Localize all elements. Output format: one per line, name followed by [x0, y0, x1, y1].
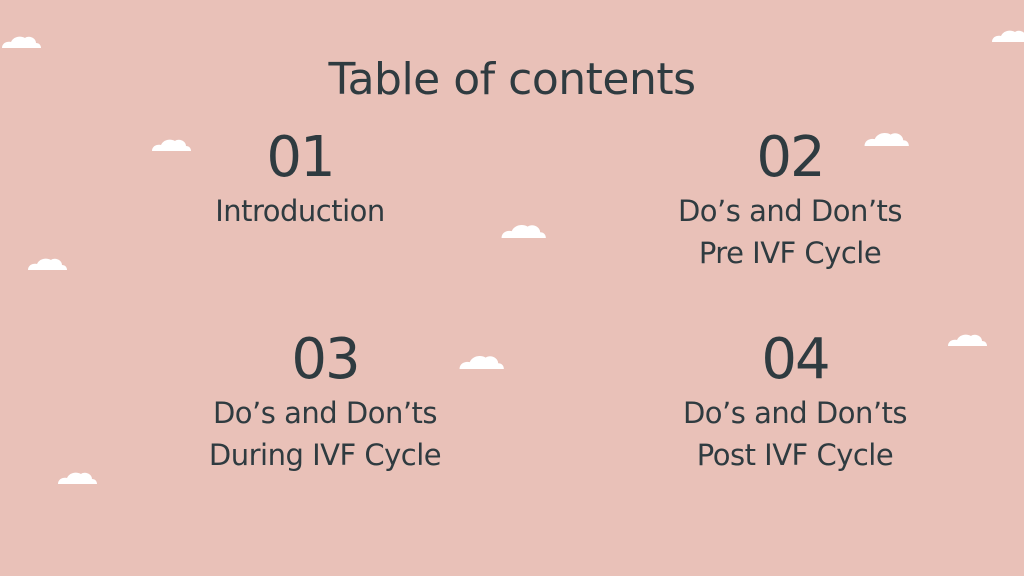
toc-item-number: 04 — [761, 327, 830, 392]
slide-title: Table of contents — [328, 54, 696, 105]
cloud-icon — [152, 139, 191, 151]
toc-item-post-ivf: 04 Do’s and Don’ts Post IVF Cycle — [640, 328, 950, 476]
toc-item-during-ivf: 03 Do’s and Don’ts During IVF Cycle — [170, 328, 480, 476]
cloud-icon — [2, 36, 41, 48]
toc-item-label: Do’s and Don’ts — [682, 396, 908, 430]
toc-item-label: Do’s and Don’ts — [677, 194, 903, 228]
cloud-icon — [864, 132, 909, 146]
toc-item-introduction: 01 Introduction — [170, 126, 430, 232]
toc-item-sublabel: Pre IVF Cycle — [698, 236, 882, 270]
cloud-icon — [992, 30, 1024, 42]
cloud-icon — [58, 472, 97, 484]
toc-item-number: 01 — [266, 125, 335, 190]
toc-item-number: 03 — [291, 327, 360, 392]
toc-item-label: Introduction — [215, 194, 385, 228]
toc-item-label: Do’s and Don’ts — [212, 396, 438, 430]
cloud-icon — [28, 258, 67, 270]
cloud-icon — [501, 224, 546, 238]
toc-item-pre-ivf: 02 Do’s and Don’ts Pre IVF Cycle — [640, 126, 940, 274]
toc-item-sublabel: Post IVF Cycle — [696, 438, 894, 472]
cloud-icon — [459, 355, 504, 369]
cloud-icon — [948, 334, 987, 346]
toc-item-sublabel: During IVF Cycle — [208, 438, 442, 472]
toc-item-number: 02 — [756, 125, 825, 190]
